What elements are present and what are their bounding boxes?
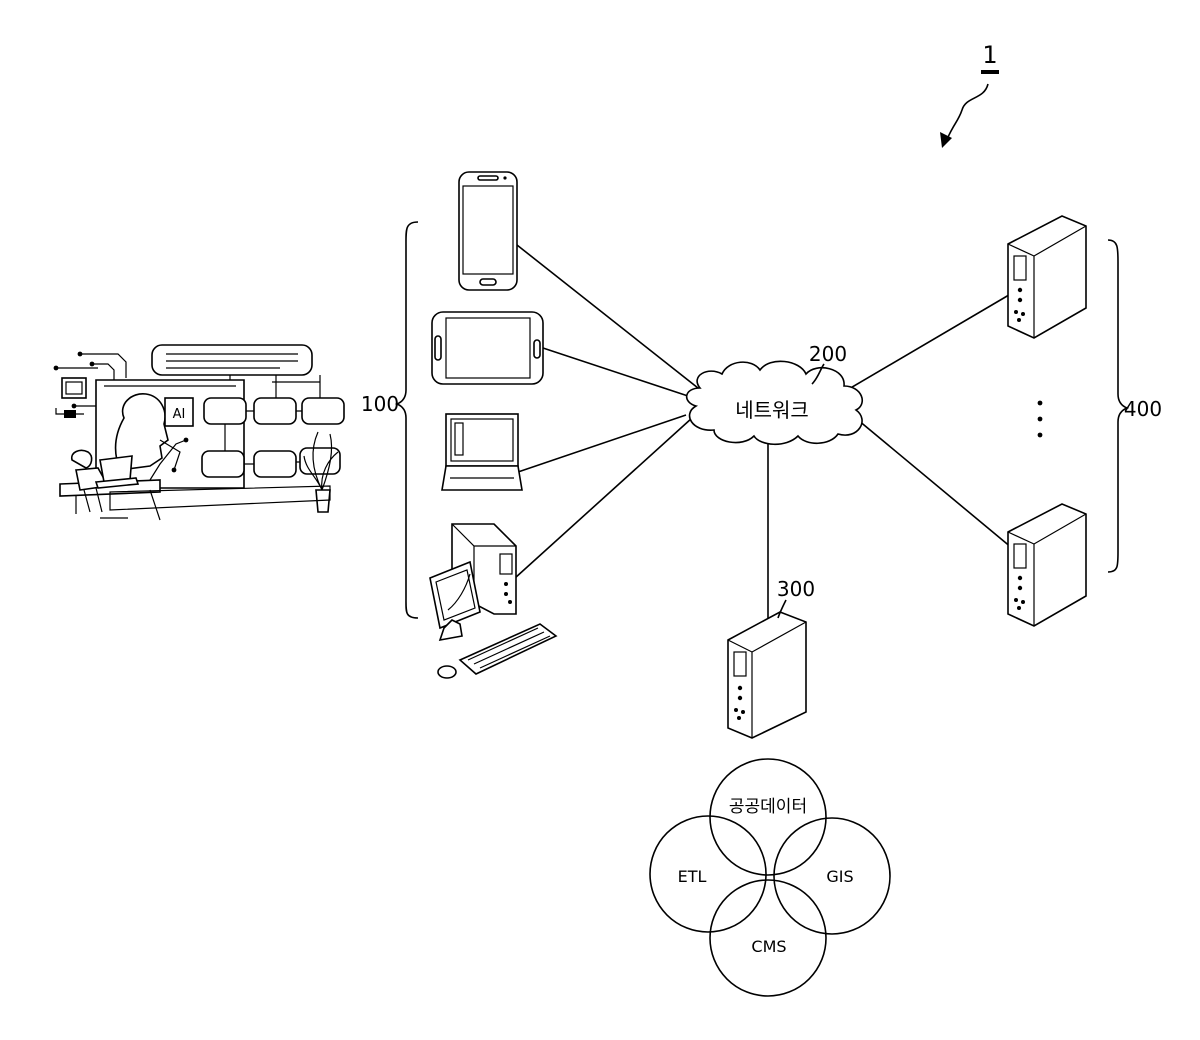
system-reference: 1 [940,41,999,148]
laptop-icon [442,414,522,490]
person-icon [72,450,92,468]
system-ref-label: 1 [982,41,997,69]
arrow-head-icon [940,132,952,148]
info-box [302,398,344,424]
network-cloud: 네트워크 200 [687,342,863,444]
tablet-icon [432,312,543,384]
external-server-top-icon [1008,216,1086,338]
venn-label-etl: ETL [678,867,707,886]
external-server-bottom-icon [1008,504,1086,626]
analysis-server-ref: 300 [777,577,815,601]
data-sources-venn: 공공데이터 ETL GIS CMS [650,759,890,996]
user-terminals-ref: 100 [361,392,399,416]
network-label: 네트워크 [735,398,809,422]
user-terminals-brace: 100 [361,222,418,618]
smartphone-icon [459,172,517,290]
banner-icon [152,345,312,375]
ai-label: AI [173,407,186,422]
external-servers-brace: 400 [1108,240,1162,572]
info-box [204,398,246,424]
external-servers-ref: 400 [1124,397,1162,421]
desktop-pc-icon [430,524,556,678]
network-ref: 200 [809,342,847,366]
info-box [202,451,244,477]
venn-label-public-data: 공공데이터 [729,797,807,817]
venn-label-gis: GIS [826,867,853,886]
venn-label-cms: CMS [751,937,786,956]
ai-workspace-illustration: AI [54,345,344,520]
analysis-server-icon: 300 [728,577,815,738]
info-box [254,398,296,424]
ellipsis-icon [1038,401,1043,438]
info-box [254,451,296,477]
info-box [300,448,340,474]
